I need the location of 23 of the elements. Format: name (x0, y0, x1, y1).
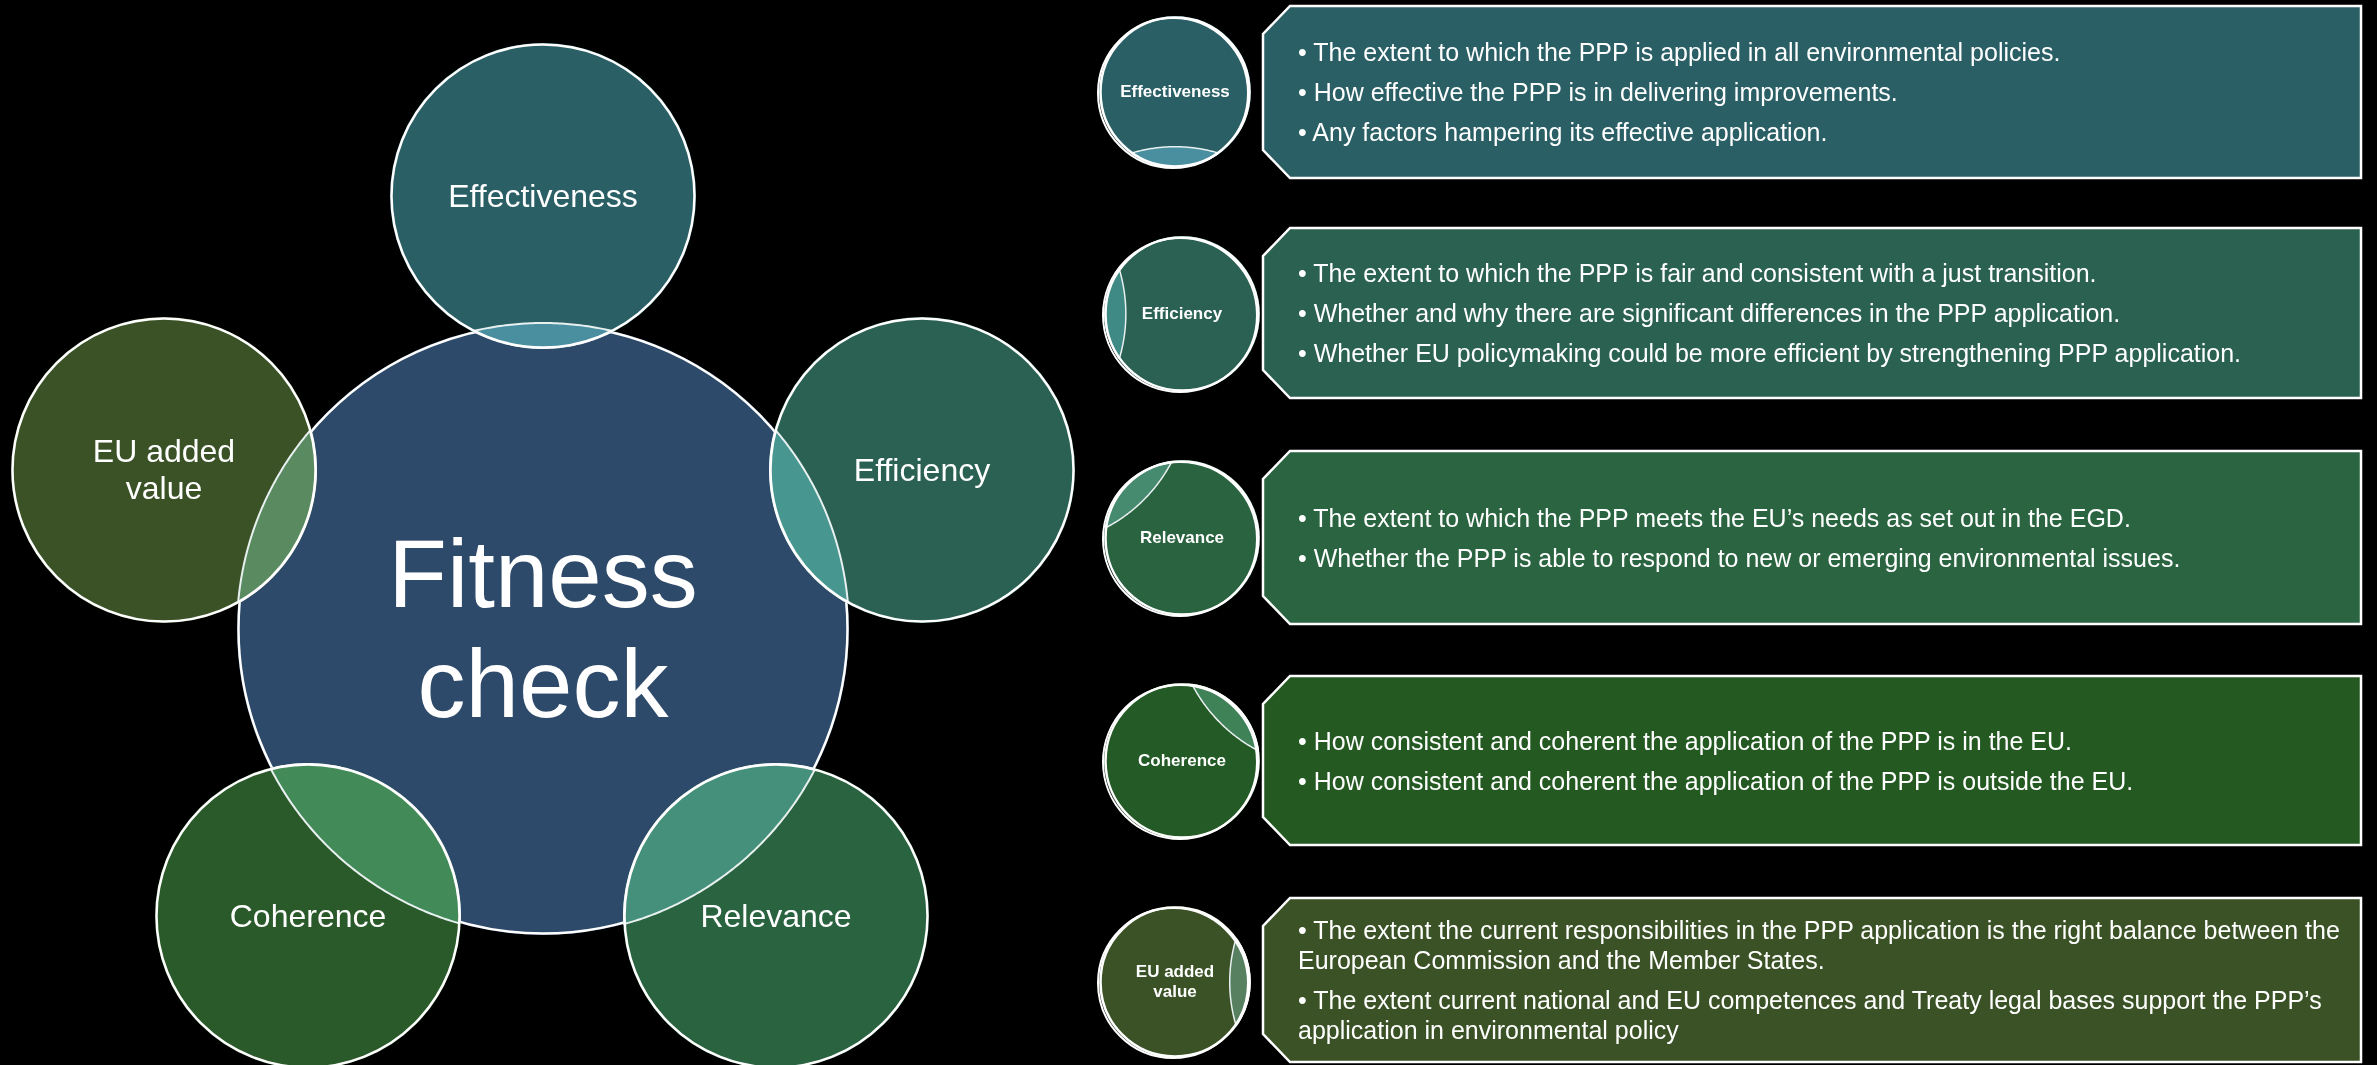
bullet-text: • Any factors hampering its effective application. (1298, 117, 1829, 147)
bullet-text: • The extent to which the PPP meets the EU’s needs as set out in the EGD. (1298, 502, 2132, 533)
circle-label: Efficiency (1141, 304, 1223, 324)
bullet-text: • The extent the current responsibilities in the PPP application is the right balance between the European Commission and the Member States. (1298, 915, 2341, 975)
bullet-text: • Whether and why there are significant differences in the PPP application. (1298, 298, 2122, 328)
bullet-text: • The extent to which the PPP is applied in all environmental policies. (1298, 37, 2062, 67)
bullet-text: • How consistent and coherent the application of the PPP is outside the EU. (1298, 765, 2135, 796)
circle-label: Relevance (699, 897, 853, 935)
circle-label: Coherence (228, 897, 388, 935)
circle-label: EU added value (1134, 962, 1216, 1002)
bullet-text: • How consistent and coherent the application of the PPP is in the EU. (1298, 725, 2074, 756)
bullet-text: • Whether the PPP is able to respond to new or emerging environmental issues. (1298, 542, 2182, 573)
circle-label: Effectiveness (447, 177, 639, 215)
circle-label: Relevance (1139, 528, 1225, 548)
circle-label: Effectiveness (1120, 82, 1230, 102)
bullet-text: • The extent to which the PPP is fair and consistent with a just transition. (1298, 258, 2098, 288)
circle-label: Coherence (1138, 751, 1226, 771)
bullet-text: • Whether EU policymaking could be more efficient by strengthening PPP application. (1298, 338, 2243, 368)
circle-label: Efficiency (852, 451, 992, 489)
center-title: Fitness check (387, 518, 699, 739)
bullet-text: • How effective the PPP is in delivering improvements. (1298, 77, 1899, 107)
circle-label: EU added value (91, 433, 237, 507)
bullet-text: • The extent current national and EU competences and Treaty legal bases support the PPP’s application in environmental policy (1298, 985, 2323, 1045)
